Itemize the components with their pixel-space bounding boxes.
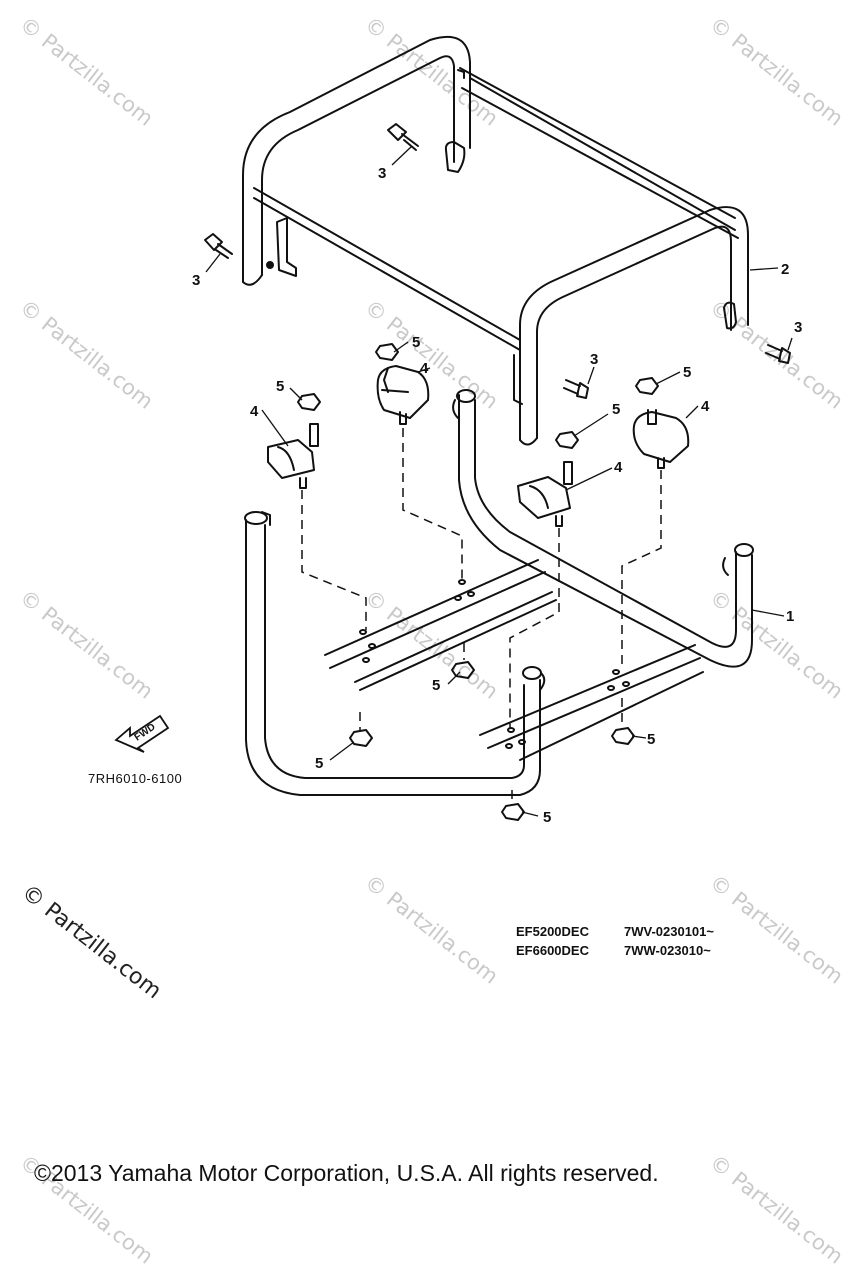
callout-3: 3 — [378, 165, 386, 182]
leader-lines — [205, 145, 793, 817]
bolt — [204, 233, 233, 259]
nut — [375, 343, 399, 361]
callout-5: 5 — [315, 755, 323, 772]
callout-4: 4 — [420, 360, 429, 377]
rubber-mount — [632, 409, 690, 469]
nut — [611, 727, 635, 745]
model-list: EF5200DEC 7WV-0230101~ EF6600DEC 7WW-02301… — [516, 922, 714, 960]
callout-5: 5 — [276, 378, 284, 395]
nut — [635, 377, 659, 395]
callout-5: 5 — [647, 731, 655, 748]
nut — [297, 393, 321, 411]
callout-5: 5 — [683, 364, 691, 381]
callout-5: 5 — [543, 809, 551, 826]
bolt — [563, 379, 589, 399]
nut — [555, 431, 579, 449]
callout-2: 2 — [781, 261, 789, 278]
rubber-mount — [376, 365, 430, 425]
callout-3: 3 — [192, 272, 200, 289]
model-name: EF5200DEC — [516, 924, 589, 939]
rubber-mount — [267, 423, 319, 489]
fwd-arrow-icon: FWD — [114, 714, 170, 753]
model-row: EF6600DEC 7WW-023010~ — [516, 941, 714, 960]
model-name: EF6600DEC — [516, 943, 589, 958]
copyright-notice: ©2013 Yamaha Motor Corporation, U.S.A. A… — [34, 1160, 659, 1186]
rubber-mount — [517, 461, 573, 527]
callout-5: 5 — [412, 334, 420, 351]
lower-frame — [244, 389, 754, 796]
model-row: EF5200DEC 7WV-0230101~ — [516, 922, 714, 941]
callout-1: 1 — [786, 608, 794, 625]
model-serial: 7WW-023010~ — [624, 943, 711, 958]
nut — [349, 729, 373, 747]
assembly-lines — [301, 428, 662, 804]
callout-5: 5 — [432, 677, 440, 694]
reference-code: 7RH6010-6100 — [88, 771, 183, 786]
bolt — [387, 123, 419, 151]
callout-4: 4 — [701, 398, 710, 415]
callout-4: 4 — [614, 459, 623, 476]
callout-4: 4 — [250, 403, 259, 420]
model-serial: 7WV-0230101~ — [624, 924, 714, 939]
parts-diagram: FWD 1 2 3 3 3 3 4 4 4 4 5 5 5 5 5 5 5 5 — [114, 35, 802, 826]
nut — [501, 803, 525, 821]
callout-3: 3 — [794, 319, 802, 336]
callout-3: 3 — [590, 351, 598, 368]
upper-frame — [242, 35, 749, 446]
nut — [451, 661, 475, 679]
bolt — [765, 344, 791, 364]
callout-5: 5 — [612, 401, 620, 418]
